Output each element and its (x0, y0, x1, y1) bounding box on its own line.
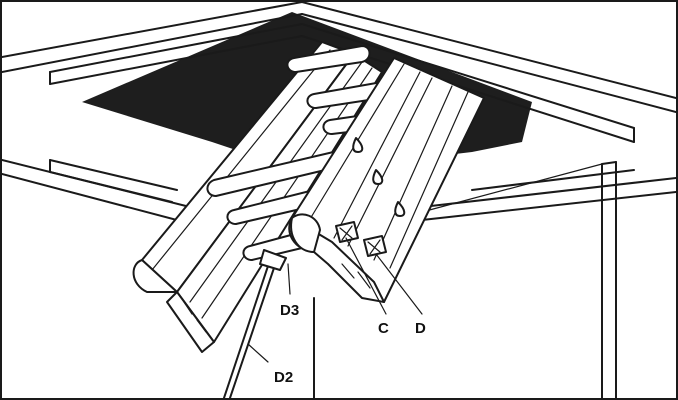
leader-lines (247, 237, 423, 363)
leader-d3 (287, 263, 291, 295)
ceiling-frame-left (2, 2, 303, 85)
hinge-hardware (335, 221, 387, 257)
pull-cord (223, 249, 287, 398)
callout-d3: D3 (280, 302, 299, 319)
callout-d2: D2 (274, 369, 293, 386)
wall-panel (313, 161, 617, 398)
rail-bolt-marks (352, 137, 406, 217)
callout-c: C (378, 320, 389, 337)
leader-d2 (247, 343, 269, 363)
ceiling-frame-front-left (2, 159, 203, 225)
callout-d: D (415, 320, 426, 337)
leader-c (345, 237, 387, 315)
ceiling-frame-front-right (421, 169, 676, 221)
leader-d (375, 253, 423, 315)
